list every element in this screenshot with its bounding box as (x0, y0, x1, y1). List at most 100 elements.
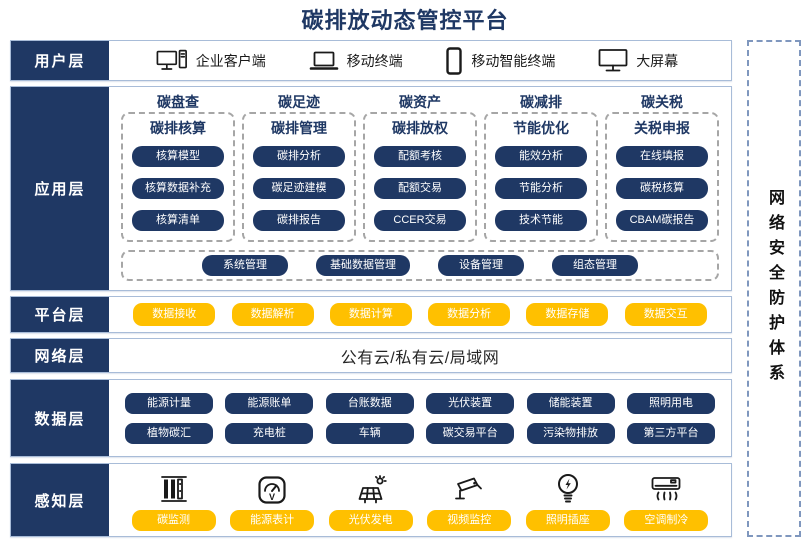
app-button: 在线填报 (616, 146, 708, 167)
user-item-big-screen: 大屏幕 (598, 48, 678, 74)
app-column-carbon-inventory: 碳盘查 碳排核算 核算模型 核算数据补充 核算清单 (121, 93, 235, 242)
laptop-icon (309, 49, 339, 73)
perception-item-hvac: 空调制冷 (624, 469, 709, 531)
app-button: 碳排报告 (253, 210, 345, 231)
data-button: 植物碳汇 (125, 422, 213, 444)
layer-row-application: 应用层 碳盘查 碳排核算 核算模型 核算数据补充 核算清单 碳足迹 碳排管理 (10, 86, 732, 291)
app-button: 节能分析 (495, 178, 587, 199)
app-button: 碳排分析 (253, 146, 345, 167)
big-screen-icon (598, 48, 628, 74)
perception-item-cctv: 视频监控 (427, 469, 512, 531)
network-text: 公有云/私有云/局域网 (340, 349, 500, 367)
app-button: CCER交易 (374, 210, 466, 231)
carbon-monitor-icon (159, 469, 189, 505)
security-sidebar: 网络安全防护体系 (747, 40, 801, 537)
platform-button: 数据分析 (428, 303, 511, 326)
security-sidebar-label: 网络安全防护体系 (766, 188, 783, 389)
app-button: CBAM碳报告 (616, 210, 708, 231)
layer-label-data: 数据层 (11, 380, 109, 456)
data-row: 能源计量 能源账单 台账数据 光伏装置 储能装置 照明用电 (125, 392, 715, 414)
user-item-label: 移动终端 (346, 52, 403, 69)
perception-button: 视频监控 (427, 510, 512, 531)
layer-row-perception: 感知层 碳监测 (10, 463, 732, 537)
app-column-box: 碳排管理 碳排分析 碳足迹建模 碳排报告 (242, 112, 356, 242)
data-button: 第三方平台 (626, 422, 715, 444)
app-box-title: 关税申报 (634, 120, 690, 136)
page-title: 碳排放动态管控平台 (301, 8, 509, 33)
perception-button: 空调制冷 (624, 510, 709, 531)
app-column-header: 碳关税 (641, 94, 683, 110)
user-item-smart-terminal: 移动智能终端 (445, 46, 555, 75)
app-button: 技术节能 (495, 210, 587, 231)
perception-item-energy-meter: V 能源表计 (230, 469, 315, 531)
data-button: 污染物排放 (526, 422, 615, 444)
light-bulb-icon (555, 469, 581, 505)
layer-label-user: 用户层 (11, 41, 109, 80)
perception-button: 光伏发电 (328, 510, 413, 531)
management-button: 组态管理 (552, 255, 638, 276)
smartphone-icon (445, 46, 463, 75)
app-management-box: 系统管理 基础数据管理 设备管理 组态管理 (121, 250, 719, 281)
platform-layer-content: 数据接收 数据解析 数据计算 数据分析 数据存储 数据交互 (109, 297, 731, 332)
data-button: 能源计量 (125, 392, 213, 414)
app-box-title: 碳排放权 (392, 120, 448, 136)
network-layer-content: 公有云/私有云/局域网 (109, 339, 731, 372)
app-button: 能效分析 (495, 146, 587, 167)
app-column-carbon-reduction: 碳减排 节能优化 能效分析 节能分析 技术节能 (484, 93, 598, 242)
energy-meter-icon: V (257, 469, 287, 505)
data-button: 储能装置 (526, 392, 615, 414)
data-button: 充电桩 (225, 422, 314, 444)
app-column-header: 碳盘查 (157, 94, 199, 110)
svg-text:V: V (269, 492, 275, 502)
data-button: 台账数据 (325, 392, 414, 414)
platform-button: 数据接收 (133, 303, 216, 326)
platform-button: 数据计算 (329, 303, 412, 326)
management-button: 基础数据管理 (316, 255, 410, 276)
application-columns: 碳盘查 碳排核算 核算模型 核算数据补充 核算清单 碳足迹 碳排管理 碳排分析 … (121, 93, 719, 242)
data-button: 车辆 (325, 422, 414, 444)
app-column-carbon-footprint: 碳足迹 碳排管理 碳排分析 碳足迹建模 碳排报告 (242, 93, 356, 242)
data-button: 照明用电 (626, 392, 715, 414)
layer-row-network: 网络层 公有云/私有云/局域网 (10, 338, 732, 373)
perception-button: 碳监测 (131, 510, 216, 531)
user-item-enterprise-client: 企业客户端 (156, 49, 266, 73)
layer-label-network: 网络层 (11, 339, 109, 372)
user-layer-content: 企业客户端 移动终端 移动智能终端 (109, 41, 731, 80)
application-layer-content: 碳盘查 碳排核算 核算模型 核算数据补充 核算清单 碳足迹 碳排管理 碳排分析 … (109, 87, 731, 290)
app-box-title: 碳排管理 (271, 120, 327, 136)
platform-button: 数据存储 (526, 303, 609, 326)
desktop-client-icon (156, 49, 188, 73)
layer-row-data: 数据层 能源计量 能源账单 台账数据 光伏装置 储能装置 照明用电 植物碳汇 充… (10, 379, 732, 457)
app-button: 配额考核 (374, 146, 466, 167)
data-row: 植物碳汇 充电桩 车辆 碳交易平台 污染物排放 第三方平台 (125, 422, 715, 444)
app-button: 核算清单 (132, 210, 224, 231)
app-column-header: 碳减排 (520, 94, 562, 110)
solar-panel-icon (355, 469, 387, 505)
app-column-box: 碳排核算 核算模型 核算数据补充 核算清单 (121, 112, 235, 242)
app-button: 配额交易 (374, 178, 466, 199)
app-column-box: 碳排放权 配额考核 配额交易 CCER交易 (363, 112, 477, 242)
app-box-title: 碳排核算 (150, 120, 206, 136)
data-button: 碳交易平台 (426, 422, 515, 444)
user-item-label: 企业客户端 (195, 52, 266, 69)
air-conditioner-icon (650, 469, 682, 505)
app-column-carbon-asset: 碳资产 碳排放权 配额考核 配额交易 CCER交易 (363, 93, 477, 242)
data-button: 能源账单 (225, 392, 314, 414)
app-column-box: 节能优化 能效分析 节能分析 技术节能 (484, 112, 598, 242)
layer-label-application: 应用层 (11, 87, 109, 290)
layer-row-user: 用户层 企业客户端 移动终端 (10, 40, 732, 81)
perception-button: 能源表计 (230, 510, 315, 531)
management-button: 设备管理 (438, 255, 524, 276)
perception-layer-content: 碳监测 V 能源表计 (109, 464, 731, 536)
app-button: 碳足迹建模 (253, 178, 345, 199)
perception-item-solar: 光伏发电 (328, 469, 413, 531)
layer-label-perception: 感知层 (11, 464, 109, 536)
app-box-title: 节能优化 (513, 120, 569, 136)
data-button: 光伏装置 (426, 392, 515, 414)
management-button: 系统管理 (202, 255, 288, 276)
platform-button: 数据交互 (624, 303, 707, 326)
layer-label-platform: 平台层 (11, 297, 109, 332)
app-button: 核算模型 (132, 146, 224, 167)
perception-button: 照明插座 (525, 510, 610, 531)
